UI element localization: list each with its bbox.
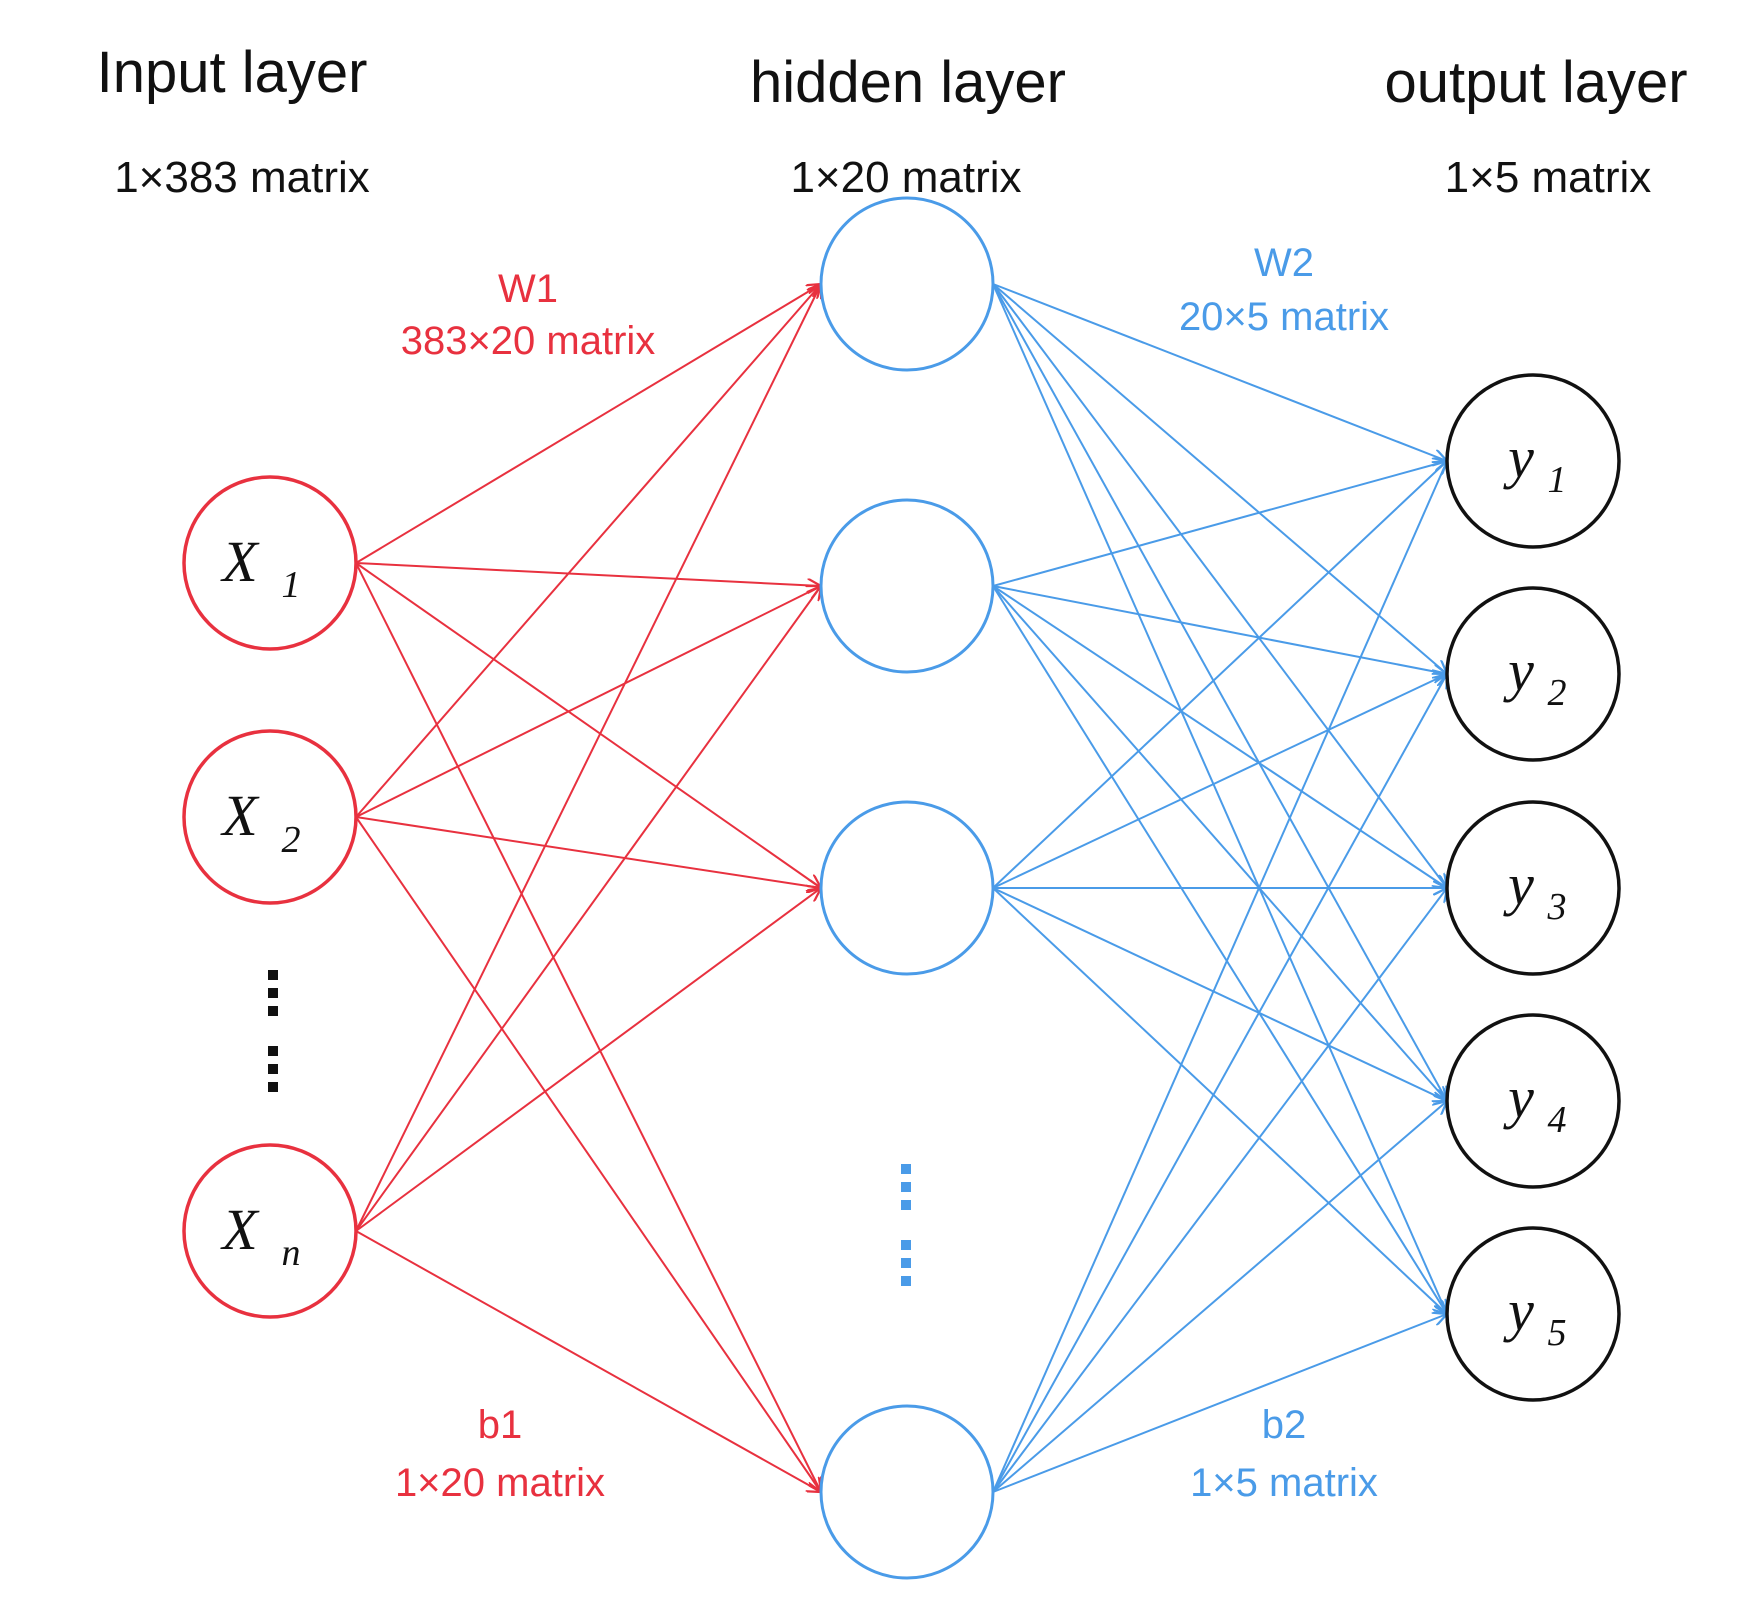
output-node-subscript: 4 [1548, 1099, 1567, 1141]
w1-connection-line [355, 284, 821, 1232]
input-node-label: X [220, 529, 260, 594]
w2-connection-line [992, 887, 1447, 1314]
input-node: X 2 [182, 729, 358, 905]
ellipsis-dot [268, 1046, 278, 1056]
w1-dim-label: 383×20 matrix [401, 319, 656, 363]
output-layer-dim: 1×5 matrix [1445, 153, 1652, 202]
w2-connection-line [992, 283, 1447, 461]
output-node: y 4 [1445, 1013, 1621, 1189]
b1-dim-label: 1×20 matrix [395, 1461, 605, 1505]
output-node: y 1 [1445, 373, 1621, 549]
w1-connection-line [355, 586, 821, 818]
b2-label: b2 [1262, 1403, 1307, 1447]
w2-connection-line [992, 888, 1447, 1493]
w1-connection-line [355, 284, 821, 818]
w1-connection-line [355, 816, 821, 1492]
output-node: y 2 [1445, 586, 1621, 762]
w1-connection-line [355, 562, 821, 888]
input-node-subscript: 1 [282, 564, 301, 606]
w1-label: W1 [498, 267, 558, 311]
output-node-circle [1445, 800, 1621, 976]
input-node-label: X [220, 783, 260, 848]
w2-connection-line [992, 283, 1447, 1314]
w1-connection-line [355, 586, 821, 1232]
input-node-circle [182, 475, 358, 651]
w2-connection-line [992, 1101, 1447, 1493]
w1-connection-line [355, 284, 821, 564]
output-layer-title: output layer [1384, 50, 1687, 115]
w2-connection-line [992, 461, 1447, 587]
output-node-subscript: 1 [1548, 459, 1567, 501]
ellipsis-dot [901, 1182, 911, 1192]
input-layer-title: Input layer [97, 40, 368, 105]
w2-connection-line [992, 585, 1447, 1101]
w2-connection-line [992, 283, 1447, 674]
output-node-circle [1445, 1226, 1621, 1402]
output-node-label: y [1503, 1278, 1534, 1343]
w2-connection-line [992, 461, 1447, 889]
ellipsis-dot [901, 1258, 911, 1268]
ellipsis-dot [268, 1082, 278, 1092]
w1-connection-line [355, 816, 821, 888]
output-node-subscript: 2 [1548, 672, 1567, 714]
output-node-label: y [1503, 425, 1534, 490]
output-node-label: y [1503, 638, 1534, 703]
input-node-subscript: n [282, 1232, 301, 1274]
w2-connection-line [992, 674, 1447, 1493]
hidden-layer-dim: 1×20 matrix [790, 153, 1021, 202]
input-node: X 1 [182, 475, 358, 651]
output-node-subscript: 5 [1548, 1312, 1567, 1354]
w1-connection-line [355, 888, 821, 1232]
w2-dim-label: 20×5 matrix [1179, 295, 1389, 339]
output-node-circle [1445, 586, 1621, 762]
input-layer-dim: 1×383 matrix [114, 153, 370, 202]
w1-connection-line [355, 1230, 821, 1492]
ellipsis-dot [268, 988, 278, 998]
w2-connection-line [992, 283, 1447, 1101]
ellipsis-dot [268, 970, 278, 980]
ellipsis-dot [901, 1200, 911, 1210]
input-node-circle [182, 729, 358, 905]
w2-connection-line [992, 461, 1447, 1493]
ellipsis-dot [268, 1064, 278, 1074]
w2-connection-line [992, 1314, 1447, 1493]
w2-connection-line [992, 887, 1447, 1101]
ellipsis-dot [901, 1164, 911, 1174]
output-node-circle [1445, 1013, 1621, 1189]
b1-label: b1 [478, 1403, 523, 1447]
output-node: y 3 [1445, 800, 1621, 976]
w2-connection-line [992, 674, 1447, 889]
output-node-subscript: 3 [1547, 886, 1567, 928]
b2-dim-label: 1×5 matrix [1190, 1461, 1378, 1505]
hidden-layer-title: hidden layer [750, 50, 1066, 115]
hidden-node [819, 498, 995, 674]
hidden-node [819, 1404, 995, 1580]
input-node-circle [182, 1143, 358, 1319]
w1-connections [355, 284, 821, 1492]
output-node-circle [1445, 373, 1621, 549]
w2-connection-line [992, 585, 1447, 1314]
ellipsis-dot [268, 1006, 278, 1016]
w1-connection-line [355, 562, 821, 1492]
ellipsis-dot [901, 1276, 911, 1286]
w1-connection-line [355, 562, 821, 586]
w2-label: W2 [1254, 241, 1314, 285]
output-node-label: y [1503, 852, 1534, 917]
output-node-label: y [1503, 1065, 1534, 1130]
w2-connection-line [992, 585, 1447, 674]
w2-connection-line [992, 283, 1447, 888]
w2-connections [992, 283, 1447, 1493]
input-ellipsis [268, 970, 278, 1092]
ellipsis-dot [901, 1240, 911, 1250]
w2-connection-line [992, 585, 1447, 888]
hidden-node [819, 196, 995, 372]
hidden-ellipsis [901, 1164, 911, 1286]
hidden-node [819, 800, 995, 976]
input-node-label: X [220, 1197, 260, 1262]
output-node: y 5 [1445, 1226, 1621, 1402]
input-node-subscript: 2 [282, 819, 301, 861]
input-node: X n [182, 1143, 358, 1319]
